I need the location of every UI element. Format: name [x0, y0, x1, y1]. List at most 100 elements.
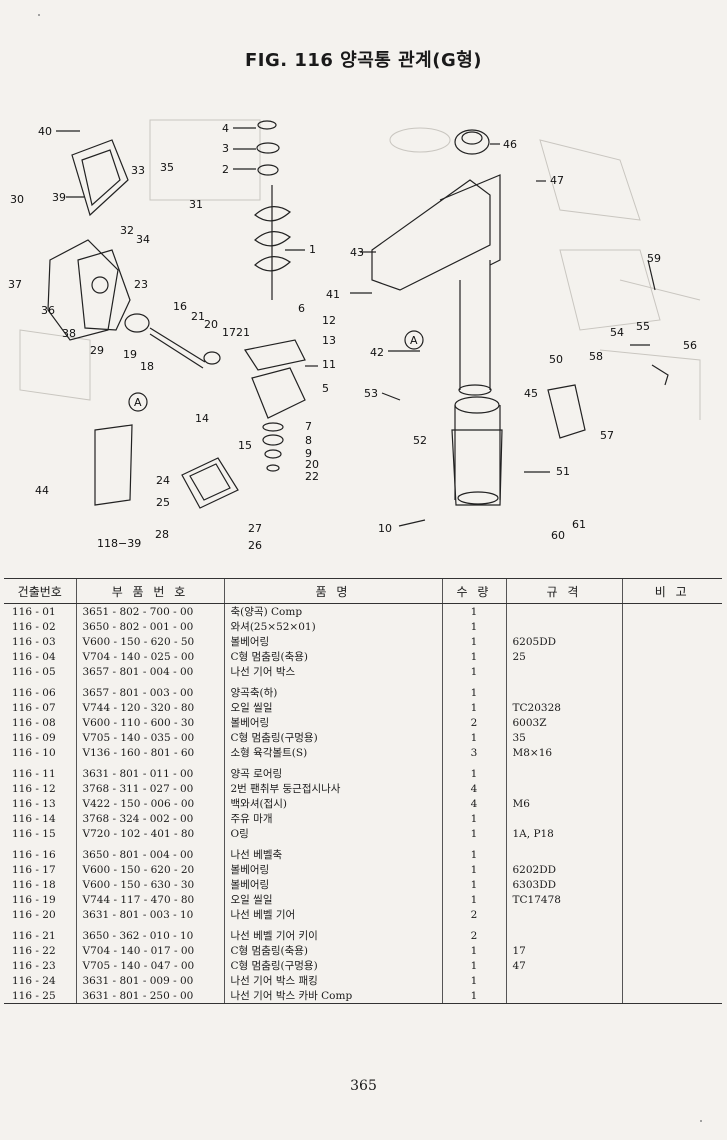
callout-label: 52 — [413, 434, 427, 447]
callout-label: 5 — [322, 382, 329, 395]
callout-label: 40 — [38, 125, 52, 138]
cell-spec: 25 — [505, 649, 622, 664]
cell-name: 소형 육각볼트(S) — [223, 745, 442, 760]
cell-part: 3631 - 801 - 250 - 00 — [75, 988, 224, 1004]
cell-qty: 1 — [441, 826, 506, 841]
cell-qty: 1 — [441, 603, 506, 619]
callout-label: 47 — [550, 174, 564, 187]
cell-qty: 1 — [441, 619, 506, 634]
cell-spec: 47 — [505, 958, 622, 973]
callout-label: 26 — [248, 539, 262, 552]
callout-label: 59 — [647, 252, 661, 265]
callout-label: 22 — [305, 470, 319, 483]
callout-label: 60 — [551, 529, 565, 542]
callout-label: 56 — [683, 339, 697, 352]
callout-label: 29 — [90, 344, 104, 357]
column-header: 품 명 — [223, 578, 442, 604]
cell-name: C형 멈춤링(축용) — [223, 649, 442, 664]
callout-label: A — [410, 334, 418, 347]
cell-name: 나선 베벨 기어 — [223, 907, 442, 922]
callout-labels: 1 2 3 4 5 6 7 8 9 10 11 12 13 14 15 16 1… — [8, 122, 697, 552]
callout-label: 25 — [156, 496, 170, 509]
cell-no: 116 - 23 — [12, 959, 56, 972]
cell-spec: 6202DD — [505, 862, 622, 877]
cell-no: 116 - 06 — [12, 686, 56, 699]
cell-spec: TC17478 — [505, 892, 622, 907]
cell-part: V705 - 140 - 035 - 00 — [75, 730, 224, 745]
callout-label: 20 — [204, 318, 218, 331]
cell-qty: 1 — [441, 685, 506, 700]
group-spacer — [4, 760, 722, 766]
cell-qty: 1 — [441, 988, 506, 1004]
callout-label: 39 — [52, 191, 66, 204]
cell-no: 116 - 05 — [12, 665, 56, 678]
cell-qty: 1 — [441, 892, 506, 907]
cell-note — [621, 634, 722, 649]
cell-no: 116 - 11 — [12, 767, 56, 780]
cell-note — [621, 811, 722, 826]
cell-name: 볼베어링 — [223, 634, 442, 649]
cell-no: 116 - 09 — [12, 731, 56, 744]
cell-spec: 6303DD — [505, 877, 622, 892]
callout-label: 118−39 — [97, 537, 141, 550]
cell-note — [621, 700, 722, 715]
callout-label: 42 — [370, 346, 384, 359]
callout-label: 24 — [156, 474, 170, 487]
cell-qty: 1 — [441, 664, 506, 679]
cell-note — [621, 928, 722, 943]
callout-label: 30 — [10, 193, 24, 206]
cell-name: 나선 기어 박스 — [223, 664, 442, 679]
callout-label: 1 — [309, 243, 316, 256]
cell-part: 3768 - 324 - 002 - 00 — [75, 811, 224, 826]
reference-a-circle — [128, 392, 148, 412]
column-header: 부 품 번 호 — [75, 578, 224, 604]
cell-part: 3650 - 802 - 001 - 00 — [75, 619, 224, 634]
cell-part: 3631 - 801 - 003 - 10 — [75, 907, 224, 922]
callout-label: 16 — [173, 300, 187, 313]
figure-title: FIG. 116 양곡통 관계(G형) — [244, 50, 483, 71]
cell-part: 3657 - 801 - 004 - 00 — [75, 664, 224, 679]
cell-note — [621, 649, 722, 664]
column-header: 규 격 — [505, 578, 622, 604]
cell-spec — [505, 603, 622, 619]
cell-spec — [505, 928, 622, 943]
cell-no: 116 - 15 — [12, 827, 56, 840]
cell-note — [621, 664, 722, 679]
cell-spec — [505, 811, 622, 826]
callout-label: 23 — [134, 278, 148, 291]
part-drawings — [47, 120, 669, 509]
cell-name: 양곡축(하) — [223, 685, 442, 700]
cell-spec — [505, 907, 622, 922]
cell-spec: TC20328 — [505, 700, 622, 715]
cell-qty: 1 — [441, 730, 506, 745]
cell-spec — [505, 847, 622, 862]
cell-note — [621, 766, 722, 781]
cell-part: V422 - 150 - 006 - 00 — [75, 796, 224, 811]
cell-note — [621, 781, 722, 796]
callout-label: 43 — [350, 246, 364, 259]
cell-part: 3650 - 362 - 010 - 10 — [75, 928, 224, 943]
callout-label: 51 — [556, 465, 570, 478]
column-header: 수 량 — [441, 578, 506, 604]
callout-label: 28 — [155, 528, 169, 541]
cell-qty: 1 — [441, 766, 506, 781]
callout-label: 45 — [524, 387, 538, 400]
callout-label: 41 — [326, 288, 340, 301]
callout-label: 19 — [123, 348, 137, 361]
cell-spec — [505, 664, 622, 679]
callout-label: 33 — [131, 164, 145, 177]
cell-name: 축(양곡) Comp — [223, 603, 442, 619]
cell-no: 116 - 01 — [12, 605, 56, 618]
